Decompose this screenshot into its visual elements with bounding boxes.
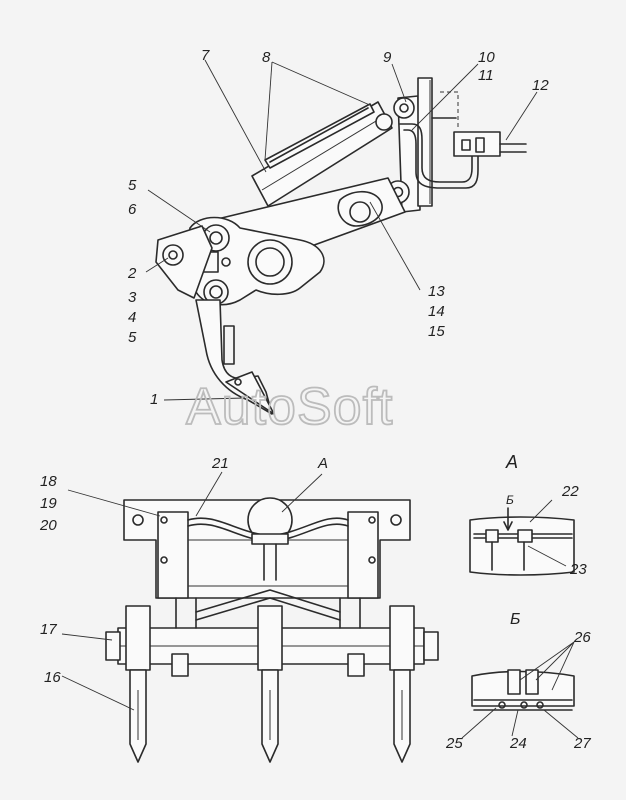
- label-5-bottom: 5: [128, 329, 137, 346]
- label-5-top: 5: [128, 177, 137, 194]
- label-11: 11: [478, 67, 494, 84]
- label-10: 10: [478, 49, 495, 66]
- label-6: 6: [128, 201, 137, 218]
- label-21: 21: [211, 455, 229, 472]
- watermark-logo: AutoSoft: [186, 378, 393, 436]
- label-24: 24: [509, 735, 527, 752]
- front-frame: [123, 497, 411, 599]
- view-a-marker: А: [317, 455, 328, 472]
- hydraulic-hoses: [399, 91, 527, 189]
- label-16: 16: [44, 669, 61, 686]
- label-18: 18: [40, 473, 57, 490]
- front-shank-right: [389, 605, 415, 763]
- label-14: 14: [428, 303, 445, 320]
- label-20: 20: [39, 517, 57, 534]
- label-4: 4: [128, 309, 136, 326]
- label-25: 25: [445, 735, 463, 752]
- detail-view-b: [461, 641, 579, 739]
- label-2: 2: [127, 265, 137, 282]
- label-19: 19: [40, 495, 57, 512]
- label-17: 17: [40, 621, 57, 638]
- label-12: 12: [532, 77, 549, 94]
- view-b-marker: Б: [506, 493, 514, 507]
- front-view: [61, 471, 439, 763]
- view-a-title: А: [505, 452, 518, 472]
- label-26: 26: [573, 629, 591, 646]
- label-23: 23: [569, 561, 587, 578]
- label-13: 13: [428, 283, 445, 300]
- label-8: 8: [262, 49, 271, 66]
- front-shank-center: [257, 605, 283, 763]
- view-b-title: Б: [510, 611, 520, 628]
- label-27: 27: [573, 735, 591, 752]
- label-22: 22: [561, 483, 579, 500]
- callout-labels: 7 8 9 10 11 12 5 6 2 3 4 5 13 14 15 1 21…: [39, 47, 591, 752]
- leader-lines-front: [61, 471, 223, 711]
- hydraulic-cylinder: [251, 101, 393, 207]
- label-15: 15: [428, 323, 445, 340]
- label-7: 7: [201, 47, 210, 64]
- detail-view-a: [469, 499, 575, 576]
- label-3: 3: [128, 289, 137, 306]
- ripper-shank: [195, 299, 275, 415]
- label-9: 9: [383, 49, 392, 66]
- section-arrow-a: [281, 473, 323, 513]
- rear-link: [155, 225, 213, 299]
- front-shank-left: [125, 605, 151, 763]
- side-view: [145, 59, 538, 415]
- label-1: 1: [150, 391, 158, 408]
- leader-lines-side: [145, 59, 538, 401]
